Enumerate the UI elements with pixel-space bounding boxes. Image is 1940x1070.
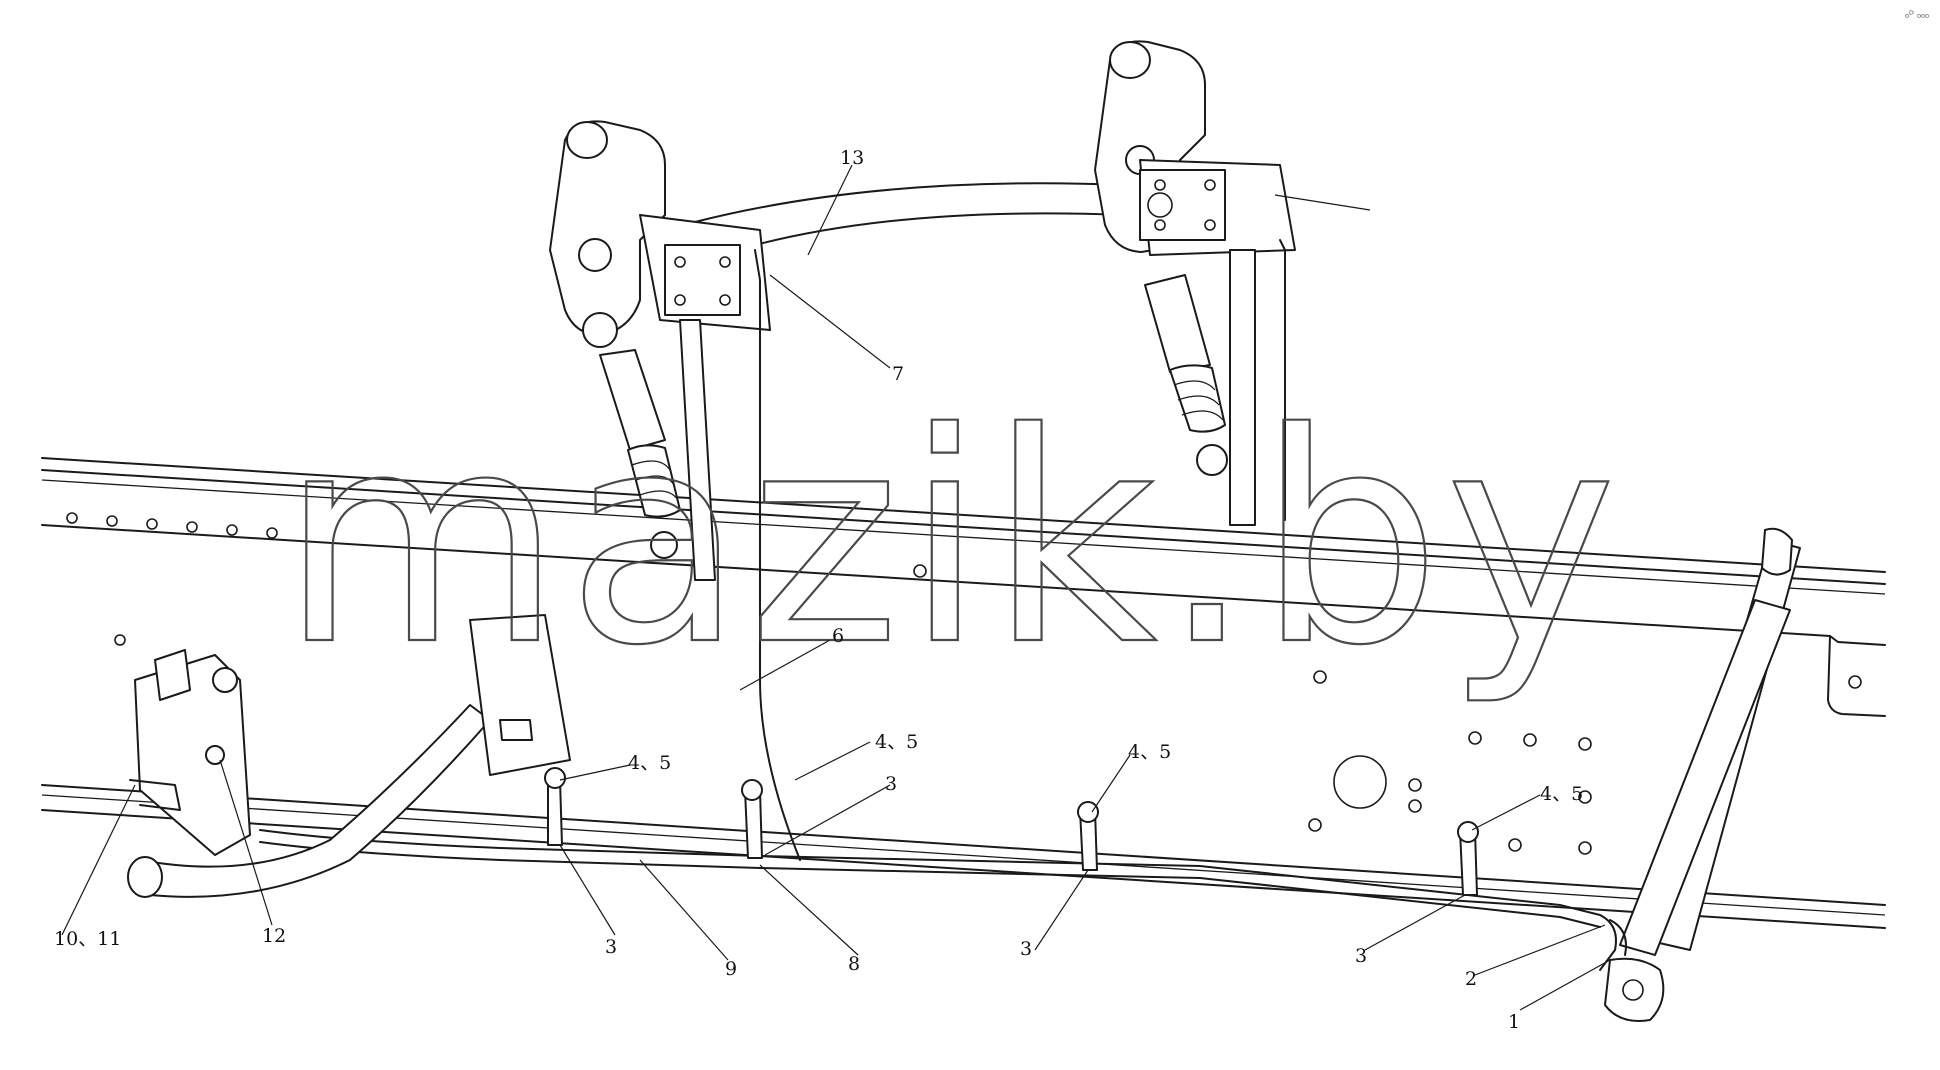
callout-3-d: 3 <box>1355 945 1367 967</box>
callout-2: 2 <box>1465 968 1477 990</box>
watermark: mazik.by <box>280 372 1621 709</box>
hydraulic-line <box>259 829 1601 928</box>
callout-6: 6 <box>832 625 844 647</box>
corner-mark: ₀ᴰ ₀₀₀ <box>1905 10 1929 21</box>
callout-8: 9 <box>725 958 737 980</box>
callout-3-c: 3 <box>1020 938 1032 960</box>
callout-labels: 13 7 6 4、5 3 4、5 4、5 4、5 3 9 8 3 3 2 1 1… <box>54 147 1583 1033</box>
tilt-cylinder <box>1599 527 1801 1022</box>
callout-7-upper: 7 <box>892 363 904 385</box>
frame-rail-holes <box>66 512 1862 855</box>
callout-3-a: 3 <box>605 936 617 958</box>
frame-rail <box>41 457 1886 929</box>
callout-10-11: 12 <box>262 925 286 947</box>
lock-mechanism <box>129 649 251 856</box>
right-cab-mount <box>1094 40 1296 526</box>
callout-leaders <box>61 164 1611 1011</box>
callout-9: 10、11 <box>54 928 121 950</box>
callout-1: 1 <box>1508 1011 1520 1033</box>
callout-4-5-d: 4、5 <box>1540 783 1583 805</box>
callout-4-5-a: 4、5 <box>628 752 671 774</box>
callout-3-b: 3 <box>885 773 897 795</box>
bent-tube <box>127 614 571 898</box>
callout-7-lower: 8 <box>848 953 860 975</box>
pipe-clamps <box>544 767 1479 896</box>
callout-4-5-b: 4、5 <box>875 731 918 753</box>
callout-12: 13 <box>840 147 864 169</box>
callout-4-5-c: 4、5 <box>1128 741 1171 763</box>
left-cab-mount <box>549 120 801 861</box>
